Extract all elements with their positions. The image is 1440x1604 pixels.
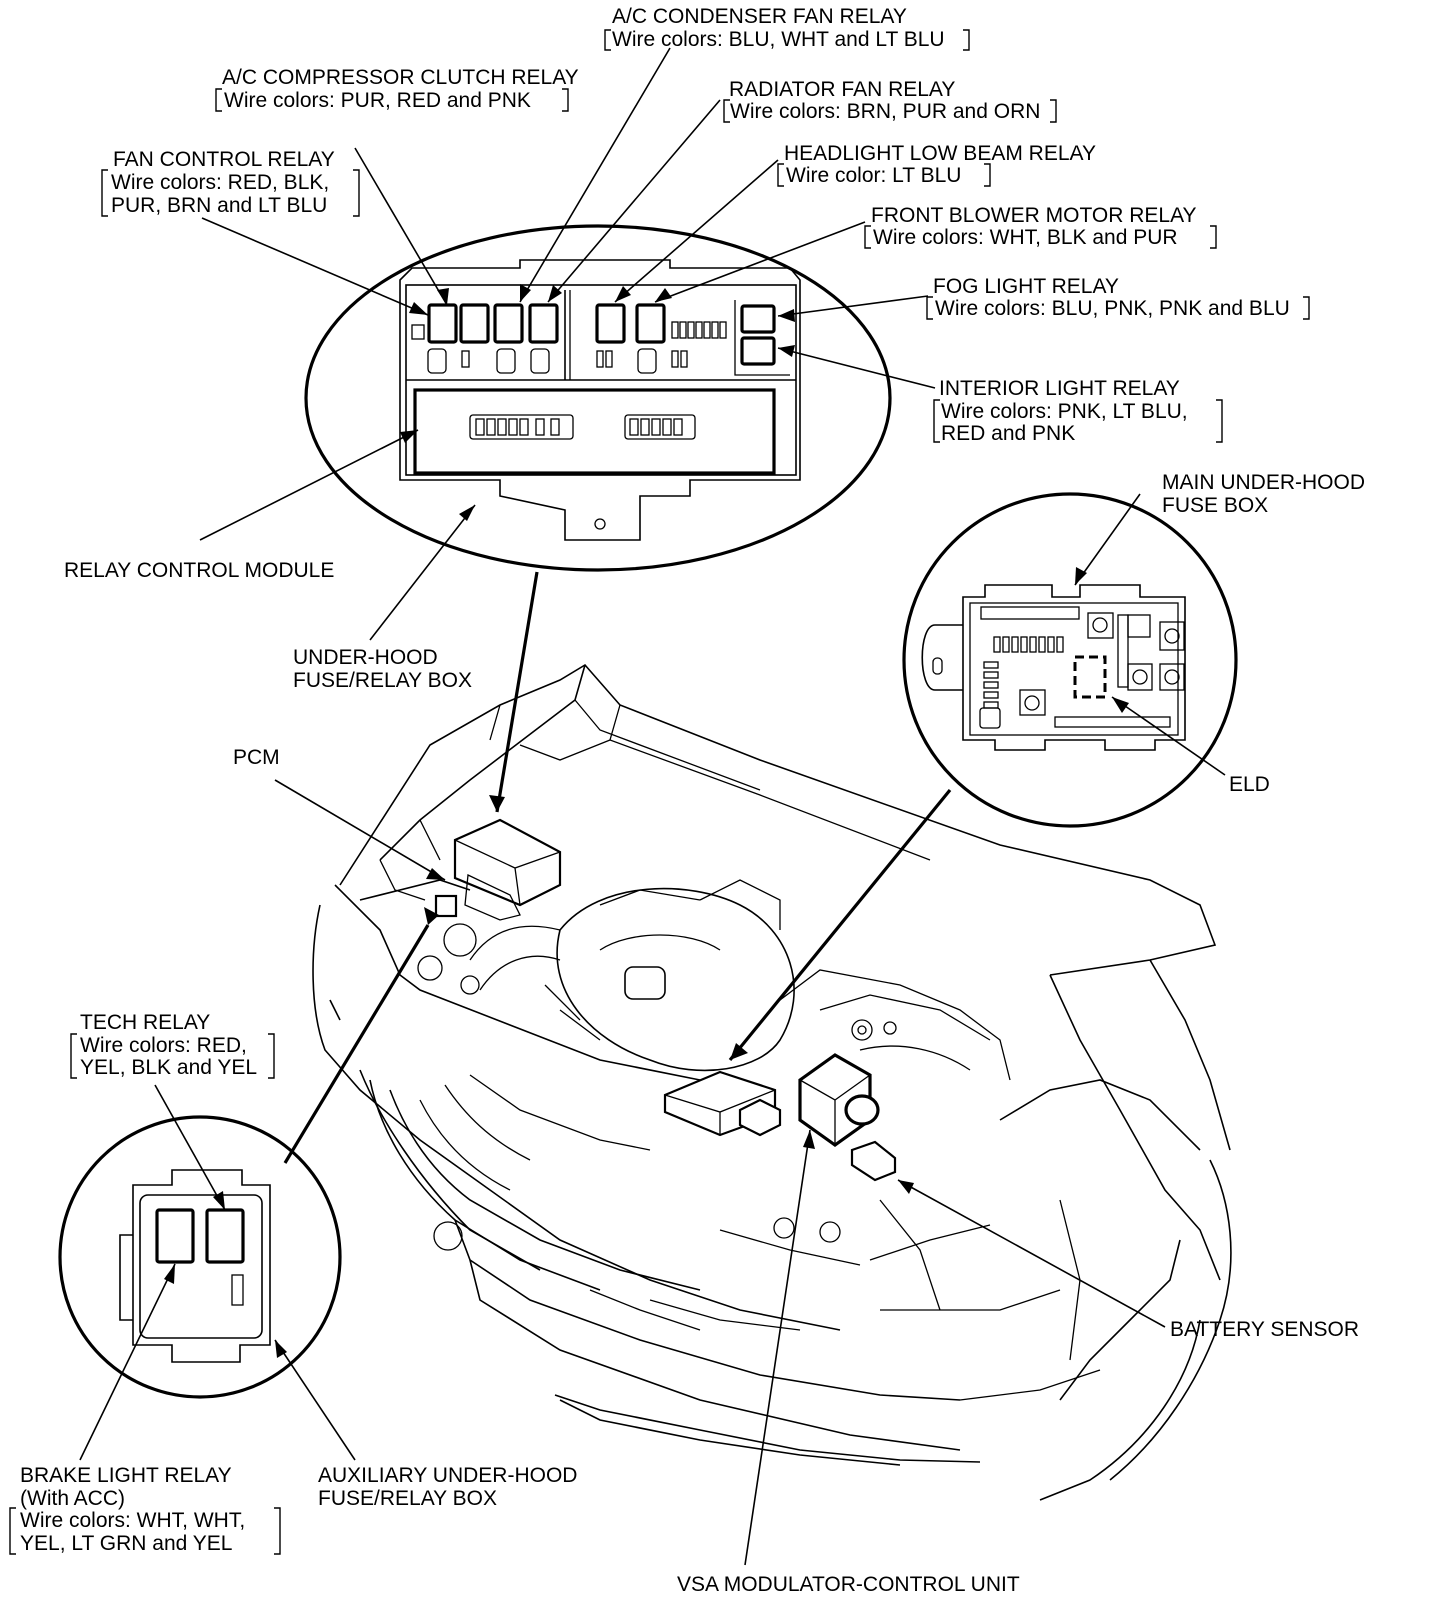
main-fuse-box-line1: MAIN UNDER-HOOD <box>1162 471 1365 494</box>
fan-control-title: FAN CONTROL RELAY <box>113 148 335 171</box>
interior-light-wires-1: Wire colors: PNK, LT BLU, <box>941 400 1188 423</box>
vsa-label: VSA MODULATOR-CONTROL UNIT <box>677 1573 1020 1596</box>
under-hood-box-line2: FUSE/RELAY BOX <box>293 669 472 692</box>
main-fuse-box-callout <box>902 492 1238 828</box>
relay-control-module-label: RELAY CONTROL MODULE <box>64 559 334 582</box>
ac-condenser-title: A/C CONDENSER FAN RELAY <box>612 5 907 28</box>
eld-unit <box>1073 655 1107 699</box>
tech-relay-wires-2: YEL, BLK and YEL <box>80 1056 257 1079</box>
aux-box-line1: AUXILIARY UNDER-HOOD <box>318 1464 577 1487</box>
brake-light-wires-1: Wire colors: WHT, WHT, <box>20 1509 245 1532</box>
tech-relay <box>205 1208 245 1264</box>
main-fuse-box-line2: FUSE BOX <box>1162 494 1268 517</box>
interior-light-wires-2: RED and PNK <box>941 422 1075 445</box>
front-blower-relay <box>635 303 666 344</box>
front-blower-title: FRONT BLOWER MOTOR RELAY <box>871 204 1197 227</box>
headlight-low-title: HEADLIGHT LOW BEAM RELAY <box>784 142 1096 165</box>
relay-control-module <box>413 388 776 475</box>
interior-light-title: INTERIOR LIGHT RELAY <box>939 377 1180 400</box>
ac-compressor-wires: Wire colors: PUR, RED and PNK <box>224 89 531 112</box>
interior-light-relay <box>740 336 776 366</box>
brake-light-relay <box>155 1208 195 1264</box>
fan-control-wires-1: Wire colors: RED, BLK, <box>111 171 329 194</box>
ac-condenser-wires: Wire colors: BLU, WHT and LT BLU <box>612 28 945 51</box>
radiator-fan-wires: Wire colors: BRN, PUR and ORN <box>730 100 1040 123</box>
radiator-fan-title: RADIATOR FAN RELAY <box>729 78 955 101</box>
brake-light-sub: (With ACC) <box>20 1487 125 1510</box>
brake-light-wires-2: YEL, LT GRN and YEL <box>20 1532 232 1555</box>
headlight-low-relay <box>595 303 626 344</box>
relay-box-callout <box>304 224 892 572</box>
under-hood-box-line1: UNDER-HOOD <box>293 646 438 669</box>
battery-sensor-label: BATTERY SENSOR <box>1170 1318 1359 1341</box>
leader-lines <box>79 47 1226 1566</box>
aux-box-line2: FUSE/RELAY BOX <box>318 1487 497 1510</box>
fog-light-wires: Wire colors: BLU, PNK, PNK and BLU <box>935 297 1290 320</box>
text-labels: A/C CONDENSER FAN RELAY Wire colors: BLU… <box>20 5 1365 1596</box>
brake-light-title: BRAKE LIGHT RELAY <box>20 1464 232 1487</box>
fan-control-relay <box>427 303 458 344</box>
car-engine-bay <box>312 663 1232 1501</box>
radiator-fan-relay <box>528 303 559 344</box>
headlight-low-wires: Wire color: LT BLU <box>786 164 961 187</box>
wire-brackets <box>9 29 1310 1555</box>
tech-relay-title: TECH RELAY <box>80 1011 210 1034</box>
fog-light-title: FOG LIGHT RELAY <box>933 275 1119 298</box>
tech-relay-wires-1: Wire colors: RED, <box>80 1034 247 1057</box>
aux-fuse-box-callout <box>58 1115 342 1399</box>
ac-compressor-relay <box>459 303 490 344</box>
eld-label: ELD <box>1229 773 1270 796</box>
front-blower-wires: Wire colors: WHT, BLK and PUR <box>873 226 1178 249</box>
ac-compressor-title: A/C COMPRESSOR CLUTCH RELAY <box>222 66 579 89</box>
ac-condenser-relay <box>493 303 524 344</box>
arrowheads <box>164 284 1129 1358</box>
pcm-label: PCM <box>233 746 280 769</box>
fan-control-wires-2: PUR, BRN and LT BLU <box>111 194 327 217</box>
fog-light-relay <box>740 304 776 334</box>
